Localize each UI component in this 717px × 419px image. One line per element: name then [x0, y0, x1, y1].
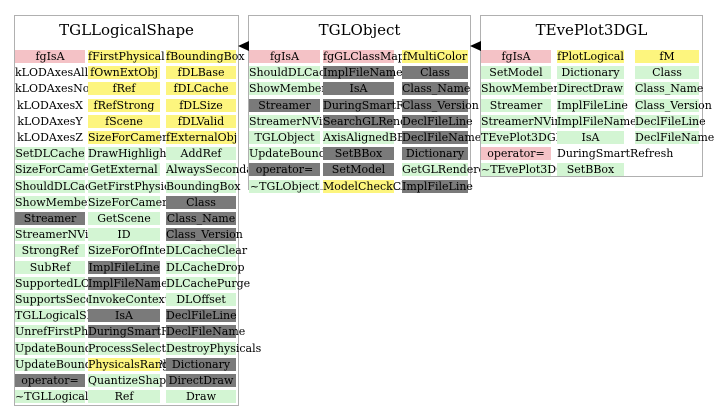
- member-item: ShowMembers: [15, 195, 99, 209]
- member-item: GetExternal: [88, 163, 160, 177]
- member-item: fMultiColor: [402, 50, 468, 63]
- member-item: kLODAxesNone: [15, 82, 103, 96]
- member-item: Streamer: [15, 212, 85, 225]
- arrow-tglobject-to-tgllogicalshape: [238, 41, 249, 51]
- member-item: IsA: [323, 82, 394, 96]
- member-item: ShouldDLCache: [15, 179, 105, 193]
- member-item: GetScene: [88, 212, 160, 225]
- member-item: ShouldDLCache: [249, 66, 339, 80]
- member-item: DLCachePurge: [166, 276, 251, 290]
- member-item: Dictionary: [402, 147, 468, 161]
- member-item: SetModel: [481, 66, 551, 80]
- member-item: ShowMembers: [249, 82, 333, 96]
- member-item: Class_Version: [402, 98, 479, 112]
- member-item: ImplFileName: [323, 66, 403, 80]
- member-item: fgGLClassMap: [323, 50, 405, 63]
- member-item: DirectDraw: [166, 374, 236, 387]
- member-item: TEvePlot3DGL: [481, 131, 563, 144]
- member-item: Class_Name: [166, 212, 236, 225]
- class-box-tgllogicalshape: TGLLogicalShape fgIsA kLODAxesAll kLODAxes…: [14, 15, 299, 406]
- member-item: Dictionary: [166, 357, 236, 371]
- member-item: DeclFileName: [166, 325, 246, 339]
- member-item: ImplFileLine: [402, 179, 473, 193]
- member-item: fFirstPhysical: [88, 50, 165, 63]
- arrow-teveplot3dgl-to-tglobject: [470, 41, 481, 51]
- member-item: fDLCache: [166, 82, 236, 96]
- member-item: fRef: [88, 82, 160, 96]
- member-item: kLODAxesZ: [17, 131, 83, 144]
- member-item: operator=: [15, 374, 85, 387]
- member-item: fDLValid: [166, 114, 236, 128]
- member-item: fDLSize: [166, 98, 236, 112]
- member-item: ImplFileLine: [88, 260, 160, 274]
- member-item: ShowMembers: [481, 82, 565, 96]
- class-title: TEvePlot3DGL: [535, 21, 648, 39]
- member-item: SetBBox: [557, 163, 624, 177]
- member-item: fgIsA: [481, 50, 551, 63]
- member-item: DrawHighlight: [88, 147, 171, 161]
- member-item: DLCacheDrop: [166, 260, 245, 274]
- member-item: DLOffset: [166, 293, 236, 306]
- member-item: SetDLCache: [15, 147, 85, 161]
- member-item: ImplFileLine: [557, 98, 628, 112]
- member-item: fPlotLogical: [557, 50, 624, 63]
- member-item: SetModel: [323, 163, 394, 177]
- member-item: Class: [402, 66, 468, 80]
- member-item: Ref: [88, 390, 160, 404]
- member-item: PhysicalsRange: [88, 357, 176, 371]
- member-item: DeclFileLine: [402, 114, 473, 128]
- member-item: ImplFileName: [88, 276, 168, 290]
- member-item: kLODAxesX: [17, 98, 83, 112]
- member-item: fBoundingBox: [166, 50, 245, 63]
- class-title: TGLLogicalShape: [59, 21, 194, 39]
- member-item: DirectDraw: [557, 82, 624, 96]
- member-item: DeclFileLine: [635, 114, 706, 128]
- member-item: DeclFileName: [635, 131, 715, 144]
- member-item: fScene: [88, 114, 160, 128]
- member-item: Class_Name: [402, 82, 471, 96]
- member-item: ProcessSelection: [88, 341, 184, 355]
- member-item: Draw: [166, 390, 236, 404]
- member-item: Class: [166, 195, 236, 209]
- member-item: ID: [88, 228, 160, 242]
- member-item: kLODAxesY: [17, 114, 83, 128]
- member-item: Class_Version: [166, 228, 243, 242]
- member-item: DLCacheClear: [166, 244, 248, 258]
- member-item: fgIsA: [15, 50, 85, 63]
- member-item: operator=: [481, 147, 551, 161]
- member-item: Streamer: [249, 98, 320, 112]
- member-item: AddRef: [166, 147, 236, 161]
- member-item: fgIsA: [249, 50, 320, 63]
- member-item: ImplFileName: [557, 114, 637, 128]
- member-item: fOwnExtObj: [88, 66, 160, 80]
- member-item: DeclFileLine: [166, 309, 237, 323]
- member-item: Dictionary: [557, 66, 624, 80]
- member-item: Class: [635, 66, 699, 80]
- member-item: fM: [635, 50, 699, 63]
- member-item: fRefStrong: [88, 98, 160, 112]
- member-item: fExternalObj: [166, 131, 238, 144]
- member-item: Class_Version: [635, 98, 712, 112]
- member-item: BoundingBox: [166, 179, 241, 193]
- member-item: operator=: [249, 163, 320, 177]
- member-item: Streamer: [481, 98, 551, 112]
- member-item: SetBBox: [323, 147, 394, 161]
- member-item: Class_Name: [635, 82, 704, 96]
- member-item: ~TEvePlot3DGL: [481, 163, 573, 177]
- member-item: IsA: [557, 131, 624, 144]
- member-item: GetFirstPhysical: [88, 179, 181, 193]
- member-item: StrongRef: [15, 244, 85, 258]
- member-item: ~TGLObject: [249, 179, 320, 193]
- member-item: DeclFileName: [402, 131, 482, 144]
- member-item: IsA: [88, 309, 160, 323]
- member-item: kLODAxesAll: [15, 66, 89, 80]
- member-item: fDLBase: [166, 66, 236, 80]
- member-item: TGLObject: [249, 131, 320, 144]
- member-item: SubRef: [15, 260, 85, 274]
- class-title: TGLObject: [318, 21, 401, 39]
